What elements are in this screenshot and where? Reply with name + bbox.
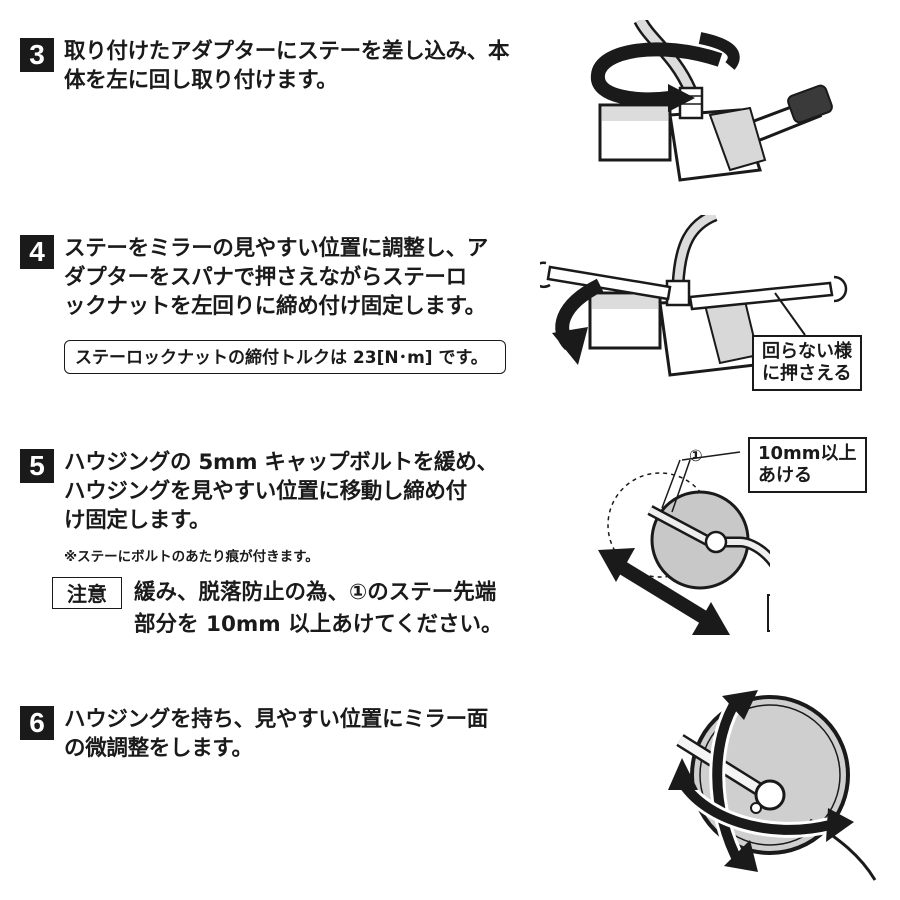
caution-text: 緩み、脱落防止の為、①のステー先端 部分を 10mm 以上あけてください。 [134,577,503,641]
caution-line: 部分を 10mm 以上あけてください。 [134,612,503,637]
instruction-line: 体を左に回し取り付けます。 [64,68,338,93]
instruction-line: ステーをミラーの見やすい位置に調整し、ア [64,236,489,261]
hold-callout: 回らない様 に押さえる [752,335,862,391]
wrench-tighten-illustration [540,215,848,377]
callout-line: 10mm以上 [758,443,857,464]
step-number-badge: 3 [20,38,54,72]
housing-adjust-illustration [598,451,770,635]
instruction-line: ックナットを左回りに締め付け固定します。 [64,294,486,319]
part-marker: ① [689,446,703,465]
instruction-line: 取り付けたアダプターにステーを差し込み、本 [64,39,510,64]
step-instruction: ハウジングの 5mm キャップボルトを緩め、 ハウジングを見やすい位置に移動し締… [64,448,498,535]
instruction-line: け固定します。 [64,508,211,533]
caution-label: 注意 [52,577,122,609]
callout-line: あける [758,465,812,486]
gap-callout: 10mm以上 あける [748,437,867,493]
step-instruction: ステーをミラーの見やすい位置に調整し、ア ダプターをスパナで押さえながらステーロ… [64,234,488,321]
step-instruction: 取り付けたアダプターにステーを差し込み、本 体を左に回し取り付けます。 [64,37,510,95]
instruction-line: ハウジングの 5mm キャップボルトを緩め、 [64,450,498,475]
instruction-line: ハウジングを持ち、見やすい位置にミラー面 [64,707,489,732]
instruction-line: ダプターをスパナで押さえながらステーロ [64,265,467,290]
step-number-badge: 5 [20,449,54,483]
step-instruction: ハウジングを持ち、見やすい位置にミラー面 の微調整をします。 [64,705,488,763]
instruction-line: の微調整をします。 [64,736,253,761]
torque-note: ステーロックナットの締付トルクは 23[N･m] です。 [64,340,506,374]
stay-insert-illustration [591,20,833,182]
bolt-mark-note: ※ステーにボルトのあたり痕が付きます。 [64,549,319,565]
instruction-line: ハウジングを見やすい位置に移動し締め付 [64,479,467,504]
step-number-badge: 4 [20,235,54,269]
callout-line: 回らない様 [762,341,852,362]
callout-line: に押さえる [762,363,852,384]
caution-line: 緩み、脱落防止の為、①のステー先端 [134,580,497,605]
mirror-face-adjust-illustration [668,690,877,881]
step-number-badge: 6 [20,706,54,740]
